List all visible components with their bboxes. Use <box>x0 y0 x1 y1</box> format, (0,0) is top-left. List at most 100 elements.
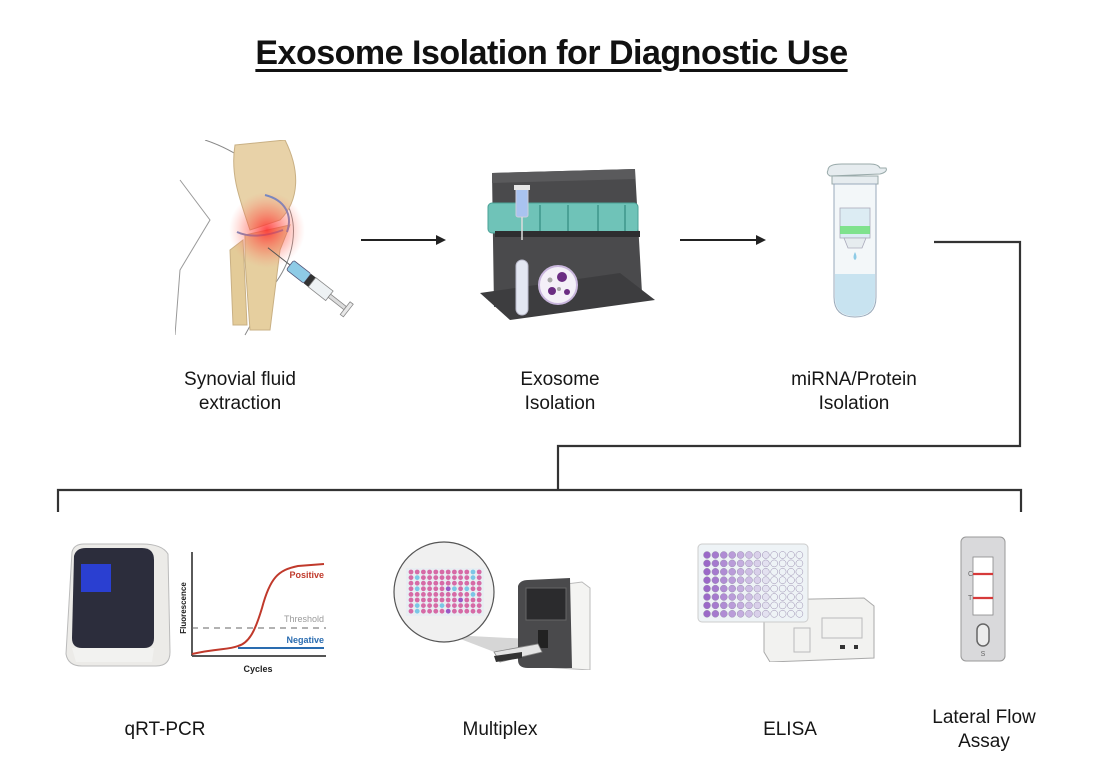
well <box>762 551 770 559</box>
well <box>762 584 770 593</box>
well <box>414 592 420 597</box>
well <box>452 608 457 614</box>
label-line: Lateral Flow <box>932 707 1036 728</box>
well <box>711 559 720 568</box>
well <box>711 551 720 559</box>
well <box>762 576 770 584</box>
y-axis-label: Fluorescence <box>179 582 188 634</box>
well <box>728 593 736 601</box>
well <box>753 593 762 601</box>
well <box>470 608 476 614</box>
well <box>445 608 451 614</box>
well <box>433 597 439 603</box>
well <box>753 568 762 576</box>
well <box>762 610 770 618</box>
well <box>762 601 770 610</box>
well <box>408 580 414 586</box>
well <box>439 575 445 580</box>
well <box>445 586 451 592</box>
well <box>414 603 420 608</box>
well <box>778 568 787 576</box>
well <box>745 584 753 593</box>
well <box>787 559 795 568</box>
well <box>452 575 457 580</box>
well <box>421 569 426 575</box>
well <box>787 576 795 584</box>
well <box>470 603 476 608</box>
well <box>458 586 463 592</box>
well <box>787 568 795 576</box>
well <box>745 568 753 576</box>
well <box>427 608 432 614</box>
well <box>770 551 778 559</box>
well <box>433 603 439 608</box>
figure-title: Exosome Isolation for Diagnostic Use <box>255 34 848 72</box>
well <box>745 601 753 610</box>
well <box>753 601 762 610</box>
well <box>464 597 470 603</box>
well <box>736 593 745 601</box>
well <box>408 592 414 597</box>
well <box>445 592 451 597</box>
threshold-label: Threshold <box>284 614 324 624</box>
well <box>408 575 414 580</box>
well <box>458 597 463 603</box>
well <box>770 584 778 593</box>
well <box>439 586 445 592</box>
well <box>458 575 463 580</box>
well <box>795 584 804 593</box>
sample-well <box>976 623 990 647</box>
well <box>470 597 476 603</box>
well <box>427 592 432 597</box>
well <box>770 601 778 610</box>
method-label-elisa: ELISA <box>730 718 850 742</box>
well-grid <box>408 569 482 614</box>
label-line: Isolation <box>818 393 890 414</box>
well <box>458 592 463 597</box>
well <box>711 601 720 610</box>
well <box>439 580 445 586</box>
well <box>421 592 426 597</box>
well <box>720 610 728 618</box>
step-label-synovial-fluid-extraction: Synovial fluid extraction <box>150 368 330 416</box>
well <box>778 601 787 610</box>
well <box>464 580 470 586</box>
well <box>728 551 736 559</box>
well <box>711 568 720 576</box>
well <box>414 608 420 614</box>
syringe <box>267 247 354 318</box>
well <box>770 593 778 601</box>
well <box>795 601 804 610</box>
well <box>476 603 482 608</box>
well <box>408 569 414 575</box>
well <box>445 597 451 603</box>
well <box>427 569 432 575</box>
well <box>787 551 795 559</box>
well <box>464 575 470 580</box>
well <box>787 584 795 593</box>
connector-step3-down <box>556 240 1022 490</box>
well <box>745 559 753 568</box>
well <box>770 576 778 584</box>
well <box>736 610 745 618</box>
well <box>753 610 762 618</box>
well <box>762 559 770 568</box>
well <box>795 593 804 601</box>
well <box>452 597 457 603</box>
well <box>770 568 778 576</box>
spin-column-tube-icon <box>826 163 887 318</box>
well <box>736 576 745 584</box>
well <box>433 575 439 580</box>
well <box>770 610 778 618</box>
well <box>439 597 445 603</box>
well <box>421 608 426 614</box>
well <box>408 597 414 603</box>
step-label-exosome-isolation: Exosome Isolation <box>470 368 650 416</box>
well <box>433 580 439 586</box>
well <box>476 592 482 597</box>
well <box>427 597 432 603</box>
well <box>787 601 795 610</box>
pcr-machine-icon <box>65 543 171 667</box>
well <box>458 608 463 614</box>
label-line: qRT-PCR <box>124 719 206 740</box>
